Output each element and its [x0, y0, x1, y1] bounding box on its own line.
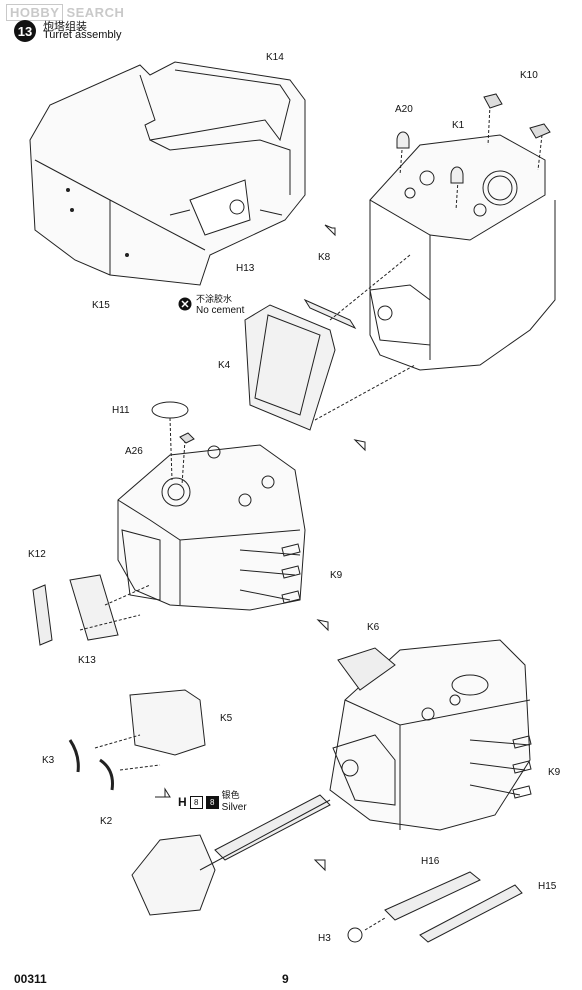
watermark-box: HOBBY [6, 4, 64, 21]
no-cement-note: 不涂胶水 No cement [178, 292, 244, 316]
label-k9-lower: K9 [548, 767, 561, 778]
label-h16: H16 [421, 856, 440, 867]
label-k5: K5 [220, 713, 233, 724]
label-k1: K1 [452, 120, 465, 131]
no-cement-cn: 不涂胶水 [196, 295, 233, 305]
watermark-text: SEARCH [66, 5, 125, 20]
label-k3: K3 [42, 755, 55, 766]
label-a26: A26 [125, 446, 143, 457]
step-number-badge: 13 [14, 20, 36, 42]
label-k15: K15 [92, 300, 110, 311]
paint-swatch-dark: 8 [205, 795, 219, 809]
footer-page-number: 9 [282, 972, 289, 986]
turret-shell-drawing [29, 61, 306, 286]
paint-code: H [178, 795, 187, 810]
label-h13: H13 [236, 263, 255, 274]
direction-arrows [155, 224, 366, 872]
label-k8: K8 [318, 252, 331, 263]
paint-name-cn: 银色 [221, 791, 240, 801]
label-k12: K12 [28, 549, 46, 560]
paint-swatch-light: 8 [189, 795, 203, 809]
turret-right-drawing [329, 639, 532, 831]
no-glue-icon [178, 297, 192, 311]
label-k13: K13 [78, 655, 96, 666]
label-k4: K4 [218, 360, 231, 371]
paint-name-en: Silver [221, 801, 247, 813]
label-k9-upper: K9 [330, 570, 343, 581]
no-cement-en: No cement [196, 305, 245, 316]
step-title-cn: 炮塔组装 [43, 20, 87, 33]
label-h3: H3 [318, 933, 331, 944]
paint-callout: H 8 8 银色 Silver [178, 791, 247, 813]
label-a20: A20 [395, 104, 413, 115]
barrel-parts-drawing [347, 871, 523, 943]
label-h15: H15 [538, 881, 557, 892]
footer-product-code: 00311 [14, 972, 47, 986]
turret-body-drawing [32, 401, 306, 646]
step-title-en: Turret assembly [43, 29, 122, 41]
label-k14: K14 [266, 52, 284, 63]
label-k10: K10 [520, 70, 538, 81]
label-k2: K2 [100, 816, 113, 827]
turret-roof-drawing [244, 93, 556, 431]
label-h11: H11 [112, 405, 130, 416]
gun-mantlet-drawing [68, 689, 331, 916]
label-k6: K6 [367, 622, 380, 633]
